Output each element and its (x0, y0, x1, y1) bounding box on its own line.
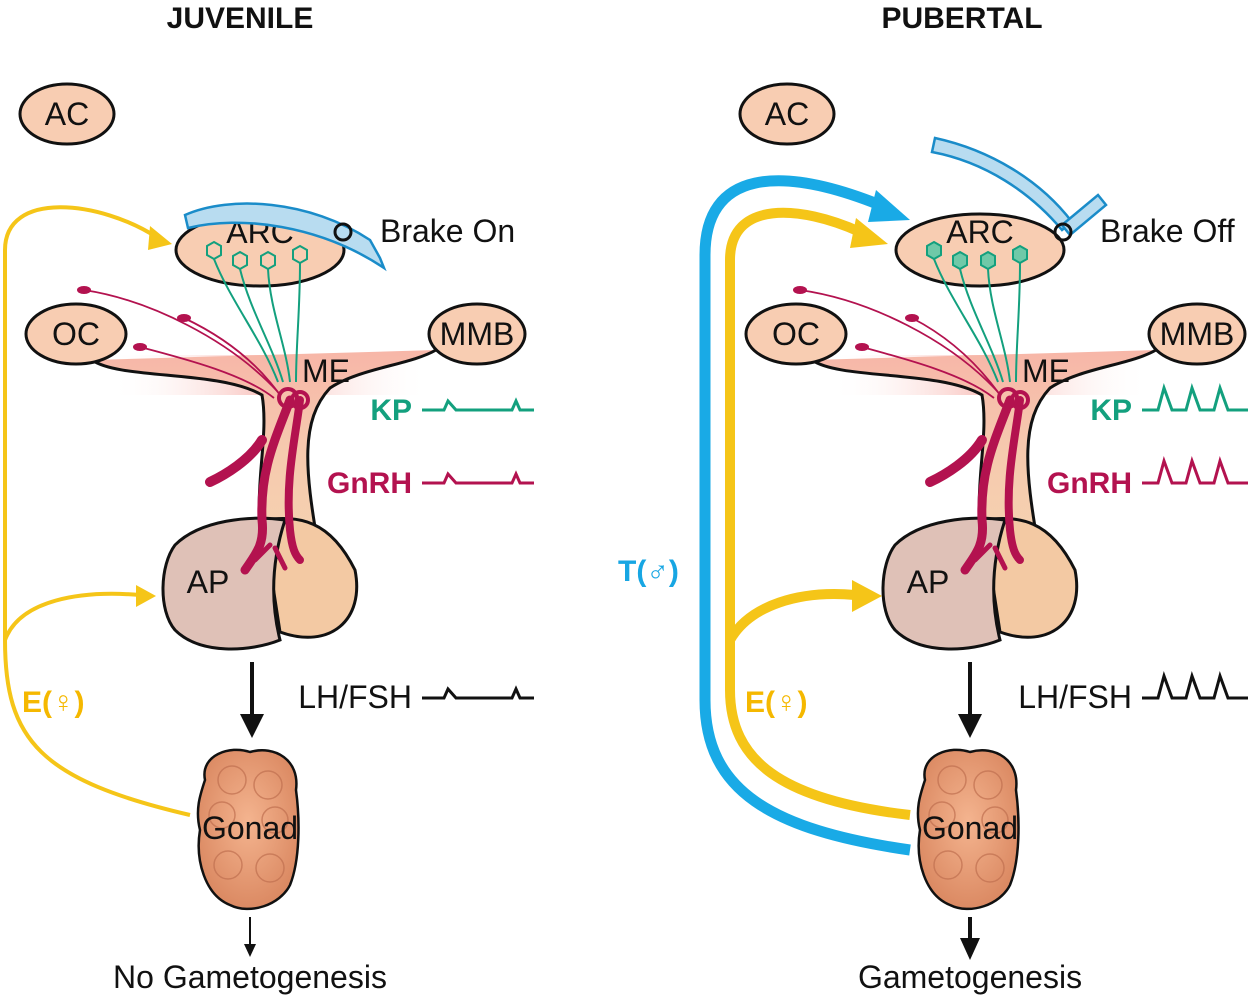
estrogen-label: E(♀) (22, 686, 85, 719)
gnrh-label: GnRH (327, 467, 412, 500)
gonad-label: Gonad (922, 810, 1018, 846)
testosterone-arrowhead (868, 190, 910, 222)
oc-nucleus (24, 302, 128, 366)
brake-bar (930, 136, 1074, 232)
gnrh-label: GnRH (1047, 467, 1132, 500)
brake-label: Brake On (380, 213, 515, 249)
estrogen-label: E(♀) (745, 686, 808, 719)
portal-vessels (205, 387, 310, 575)
ap-label: AP (187, 564, 230, 600)
kp-label: KP (1090, 394, 1132, 427)
lhfsh-label: LH/FSH (298, 679, 412, 715)
estrogen-arrowhead-ap (136, 585, 156, 607)
estrogen-arrowhead-arc (148, 226, 172, 250)
me-label: ME (1022, 353, 1070, 389)
gnrh-neurons (83, 289, 281, 399)
lhfsh-pulse-trace (1142, 671, 1248, 700)
kp-pulse-trace (1142, 383, 1248, 412)
gnrh-pulse-trace (1142, 456, 1248, 485)
ac-nucleus (738, 82, 836, 146)
posterior-pituitary (980, 516, 1079, 639)
estrogen-feedback-ap-line (3, 591, 141, 641)
brake-handle (1060, 193, 1108, 237)
kp-neurons (206, 240, 308, 383)
brake-pivot (333, 222, 353, 242)
mmb-nucleus (1147, 302, 1247, 366)
outcome-label: No Gametogenesis (113, 959, 387, 995)
ap-label: AP (907, 564, 950, 600)
gonad (916, 748, 1020, 911)
gonad (196, 748, 300, 911)
pubertal-panel: PUBERTAL AC T(♂) E(♀) OC MMB AP (618, 2, 1248, 995)
ac-label: AC (765, 96, 809, 132)
panel-title: JUVENILE (167, 2, 314, 35)
brake-bar (183, 202, 387, 272)
juvenile-panel: JUVENILE AC E(♀) OC MMB AP (2, 2, 534, 995)
portal-vessels (925, 387, 1030, 575)
gnrh-pulse-trace (422, 470, 534, 485)
estrogen-arrowhead-arc (850, 218, 888, 248)
mmb-nucleus (427, 302, 527, 366)
mmb-label: MMB (1160, 316, 1235, 352)
brake-label: Brake Off (1100, 213, 1235, 249)
oc-label: OC (772, 316, 820, 352)
estrogen-arrowhead-ap (852, 580, 882, 612)
lhfsh-pulse-trace (422, 685, 534, 700)
oc-label: OC (52, 316, 100, 352)
ac-label: AC (45, 96, 89, 132)
estrogen-feedback-line (2, 205, 191, 817)
kp-neurons (926, 240, 1028, 383)
me-label: ME (302, 353, 350, 389)
arc-label: ARC (946, 214, 1014, 250)
testosterone-feedback-line (699, 175, 911, 856)
ac-nucleus (18, 82, 116, 146)
mmb-label: MMB (440, 316, 515, 352)
gnrh-neurons (799, 289, 1001, 399)
estrogen-feedback-line (725, 207, 911, 820)
testosterone-label: T(♂) (618, 555, 679, 588)
gonad-label: Gonad (202, 810, 298, 846)
panel-title: PUBERTAL (881, 2, 1042, 35)
brake-pivot (1053, 222, 1073, 242)
posterior-pituitary (260, 516, 359, 639)
kp-pulse-trace (422, 397, 534, 412)
lhfsh-label: LH/FSH (1018, 679, 1132, 715)
outcome-label: Gametogenesis (858, 959, 1082, 995)
oc-nucleus (744, 302, 848, 366)
kp-label: KP (370, 394, 412, 427)
estrogen-feedback-ap-line (725, 589, 856, 643)
